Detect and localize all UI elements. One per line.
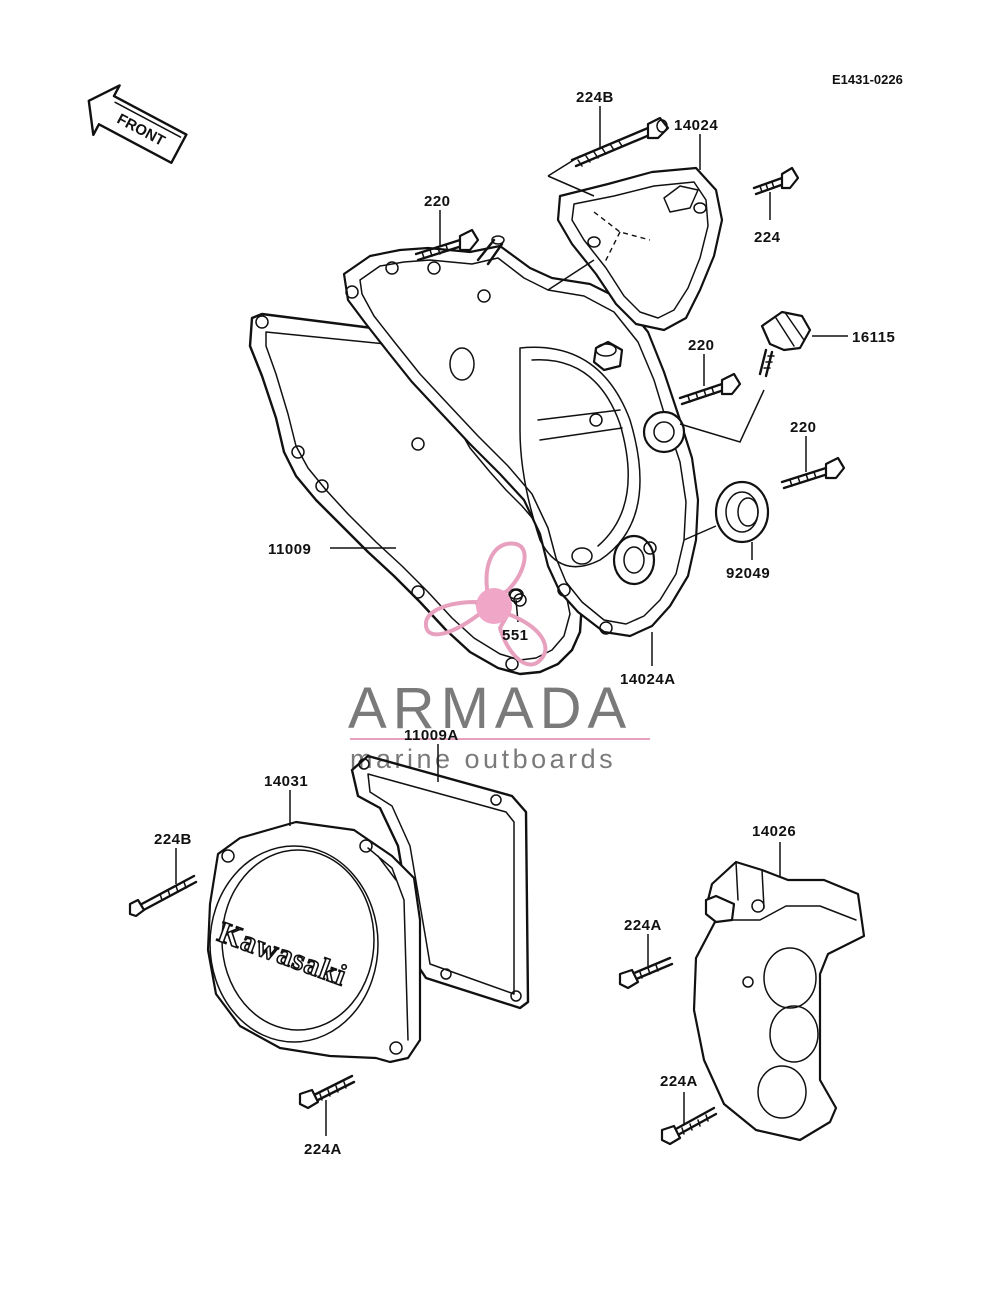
label-224a-bottom: 224A [304, 1141, 342, 1158]
bolt-220-right [780, 456, 846, 490]
bolt-224b-top [570, 116, 670, 168]
oil-seal-92049 [714, 480, 770, 544]
watermark-title: ARMADA [348, 676, 632, 741]
bolt-220-mid [678, 372, 742, 406]
label-14024a: 14024A [620, 671, 676, 688]
label-220-mid: 220 [688, 337, 715, 354]
armada-watermark: ARMADA marine outboards [348, 541, 650, 774]
bolt-220-top [414, 228, 480, 262]
watermark-underline [350, 738, 650, 740]
drawing-code: E1431-0226 [832, 72, 903, 87]
bolt-224b-left [128, 874, 198, 918]
knock-pin-551 [508, 588, 524, 600]
label-224: 224 [754, 229, 781, 246]
small-cover-14024 [556, 166, 724, 332]
label-14024: 14024 [674, 117, 718, 134]
label-14026: 14026 [752, 823, 796, 840]
generator-cover-14031: Kawasaki [206, 820, 422, 1064]
label-224a-mid: 224A [624, 917, 662, 934]
label-551: 551 [502, 627, 529, 644]
gasket-11009a [350, 754, 530, 1010]
label-14031: 14031 [264, 773, 308, 790]
leader-cover-link [547, 259, 595, 291]
label-224b-left: 224B [154, 831, 192, 848]
cover-14026 [692, 860, 866, 1142]
crankcase-cover-14024a [342, 235, 700, 638]
label-11009a: 11009A [404, 727, 459, 744]
bolt-224a-mid [618, 956, 674, 990]
label-220-right: 220 [790, 419, 817, 436]
leader-92049 [683, 525, 753, 560]
watermark-subtitle: marine outboards [350, 744, 616, 774]
label-11009: 11009 [268, 541, 311, 558]
label-224a-right: 224A [660, 1073, 698, 1090]
leader-16115-plug [679, 389, 765, 443]
propeller-logo-icon [423, 541, 548, 667]
leader-14024-cover [547, 155, 595, 197]
label-224b-top: 224B [576, 89, 614, 106]
label-92049: 92049 [726, 565, 770, 582]
label-220-top: 220 [424, 193, 451, 210]
bolt-224a-bottom [298, 1074, 356, 1110]
label-16115: 16115 [852, 329, 895, 346]
bolt-224 [752, 166, 800, 196]
front-arrow-icon: FRONT [87, 84, 188, 164]
bolt-224a-right [660, 1106, 718, 1146]
drain-plug-16115 [758, 310, 812, 378]
